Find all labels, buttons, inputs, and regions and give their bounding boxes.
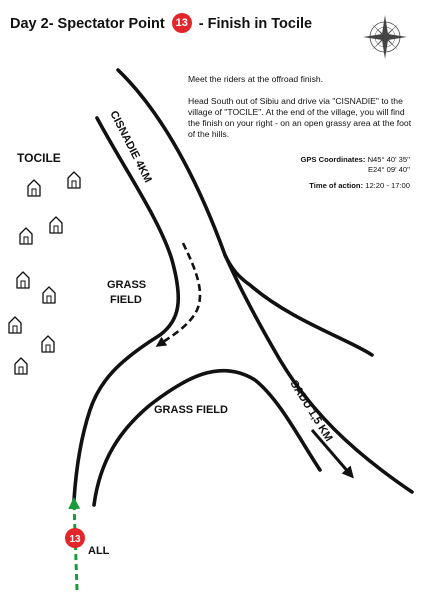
- gps-east: E24° 09' 40'': [367, 165, 410, 174]
- sadu-direction-arrow: [310, 429, 354, 479]
- road-edge-sadu-north: [223, 253, 414, 494]
- time-value: 12:20 - 17:00: [365, 181, 410, 190]
- start-label: ALL: [88, 545, 110, 557]
- time-label: Time of action:: [309, 181, 364, 190]
- start-point-marker: 13: [65, 528, 85, 548]
- directions-text: Head South out of Sibiu and drive via "C…: [188, 96, 412, 139]
- grass-field-left-line1: GRASS: [107, 279, 147, 291]
- gps-coordinates: GPS Coordinates: N45° 40' 35'': [300, 155, 410, 165]
- route-arrow-icon: [155, 242, 202, 347]
- time-of-action: Time of action: 12:20 - 17:00: [309, 181, 410, 191]
- road-edge-sadu-south: [92, 368, 322, 507]
- intro-text: Meet the riders at the offroad finish.: [188, 74, 324, 84]
- road-label-sadu: SADU 1,5 KM: [287, 378, 334, 443]
- gps-north: N45° 40' 35'': [367, 155, 410, 164]
- page-title: Day 2- Spectator Point 13 - Finish in To…: [10, 13, 313, 34]
- grass-field-bottom-label: GRASS FIELD: [154, 404, 228, 416]
- road-edge-cisnadie-west: [72, 116, 181, 502]
- point-number-badge: 13: [171, 13, 192, 33]
- title-day: Day 2- Spectator Point: [10, 15, 165, 32]
- gps-label: GPS Coordinates:: [300, 155, 366, 164]
- svg-text:13: 13: [69, 534, 81, 545]
- compass-rose-icon: [363, 15, 407, 59]
- grass-field-left-line2: FIELD: [110, 294, 142, 306]
- village-label: TOCILE: [17, 151, 61, 165]
- title-location: - Finish in Tocile: [198, 15, 313, 32]
- house-icon: [8, 171, 81, 375]
